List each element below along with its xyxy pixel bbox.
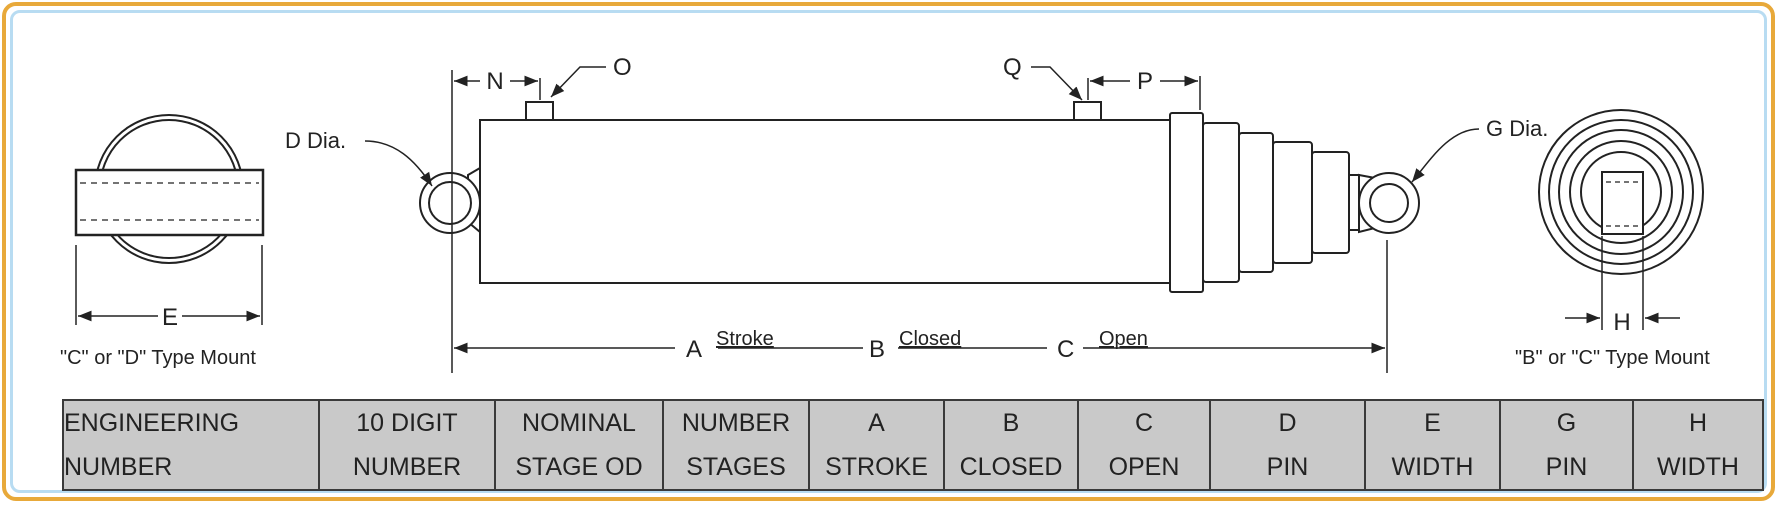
left-end-view xyxy=(74,114,265,325)
dimension-lines xyxy=(364,66,1480,373)
right-end-view xyxy=(1538,109,1704,330)
label-h: H xyxy=(1613,309,1630,336)
label-b: B xyxy=(869,336,885,363)
label-n: N xyxy=(486,68,503,95)
label-e: E xyxy=(162,304,178,331)
label-right-mount: "B" or "C" Type Mount xyxy=(1515,347,1710,369)
label-left-mount: "C" or "D" Type Mount xyxy=(60,347,256,369)
label-o: O xyxy=(613,54,632,81)
label-stroke: Stroke xyxy=(716,328,774,350)
label-d-dia: D Dia. xyxy=(285,128,346,153)
label-q: Q xyxy=(1003,54,1022,81)
outer-frame xyxy=(2,2,1775,501)
label-open: Open xyxy=(1099,328,1148,350)
label-g-dia: G Dia. xyxy=(1486,116,1548,141)
label-closed: Closed xyxy=(899,328,961,350)
label-p: P xyxy=(1137,68,1153,95)
cylinder-body xyxy=(419,101,1420,293)
label-c: C xyxy=(1057,336,1074,363)
label-a: A xyxy=(686,336,702,363)
